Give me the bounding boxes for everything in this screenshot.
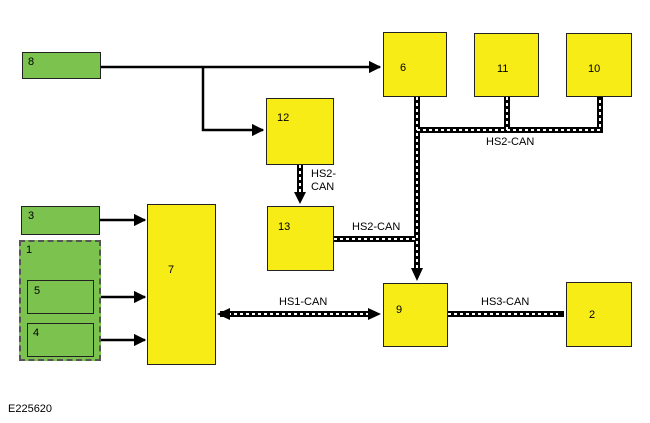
- block-10-number: 10: [588, 63, 601, 75]
- block-11: 11: [474, 33, 539, 97]
- block-4: 4: [27, 323, 94, 357]
- block-2-number: 2: [589, 309, 596, 321]
- block-5-number: 5: [34, 285, 41, 297]
- label-hs2-can-line2: CAN: [311, 181, 335, 193]
- block-13: 13: [267, 206, 334, 271]
- block-5: 5: [27, 280, 94, 314]
- arrowhead-into-7: [217, 308, 230, 320]
- block-1-number: 1: [26, 244, 33, 256]
- block-3-number: 3: [28, 210, 35, 222]
- label-hs3-can: HS3-CAN: [481, 296, 530, 308]
- block-6-number: 6: [400, 62, 407, 74]
- block-9-number: 9: [396, 304, 403, 316]
- block-2: 2: [566, 282, 632, 347]
- block-3: 3: [21, 206, 100, 235]
- arrowhead-into-9-left: [368, 308, 381, 320]
- block-9: 9: [383, 283, 448, 347]
- wire-8-to-12: [201, 67, 265, 137]
- block-4-number: 4: [33, 327, 40, 339]
- figure-reference: E225620: [8, 403, 53, 415]
- block-13-number: 13: [278, 221, 291, 233]
- block-11-number: 11: [497, 63, 509, 75]
- label-hs2-can-13: HS2-CAN: [352, 221, 401, 233]
- block-8-number: 8: [28, 56, 35, 68]
- block-7-number: 7: [168, 264, 175, 276]
- block-7: 7: [147, 204, 216, 365]
- block-6: 6: [383, 32, 447, 97]
- block-8: 8: [22, 52, 101, 79]
- label-hs1-can: HS1-CAN: [279, 296, 328, 308]
- block-12-number: 12: [277, 112, 290, 124]
- arrowhead-into-9-top: [411, 268, 423, 281]
- label-hs2-can-line1: HS2-: [311, 168, 337, 180]
- label-hs2-can-top: HS2-CAN: [486, 136, 535, 148]
- block-10: 10: [566, 33, 632, 97]
- arrowhead-into-13: [294, 192, 306, 204]
- block-12: 12: [266, 98, 334, 165]
